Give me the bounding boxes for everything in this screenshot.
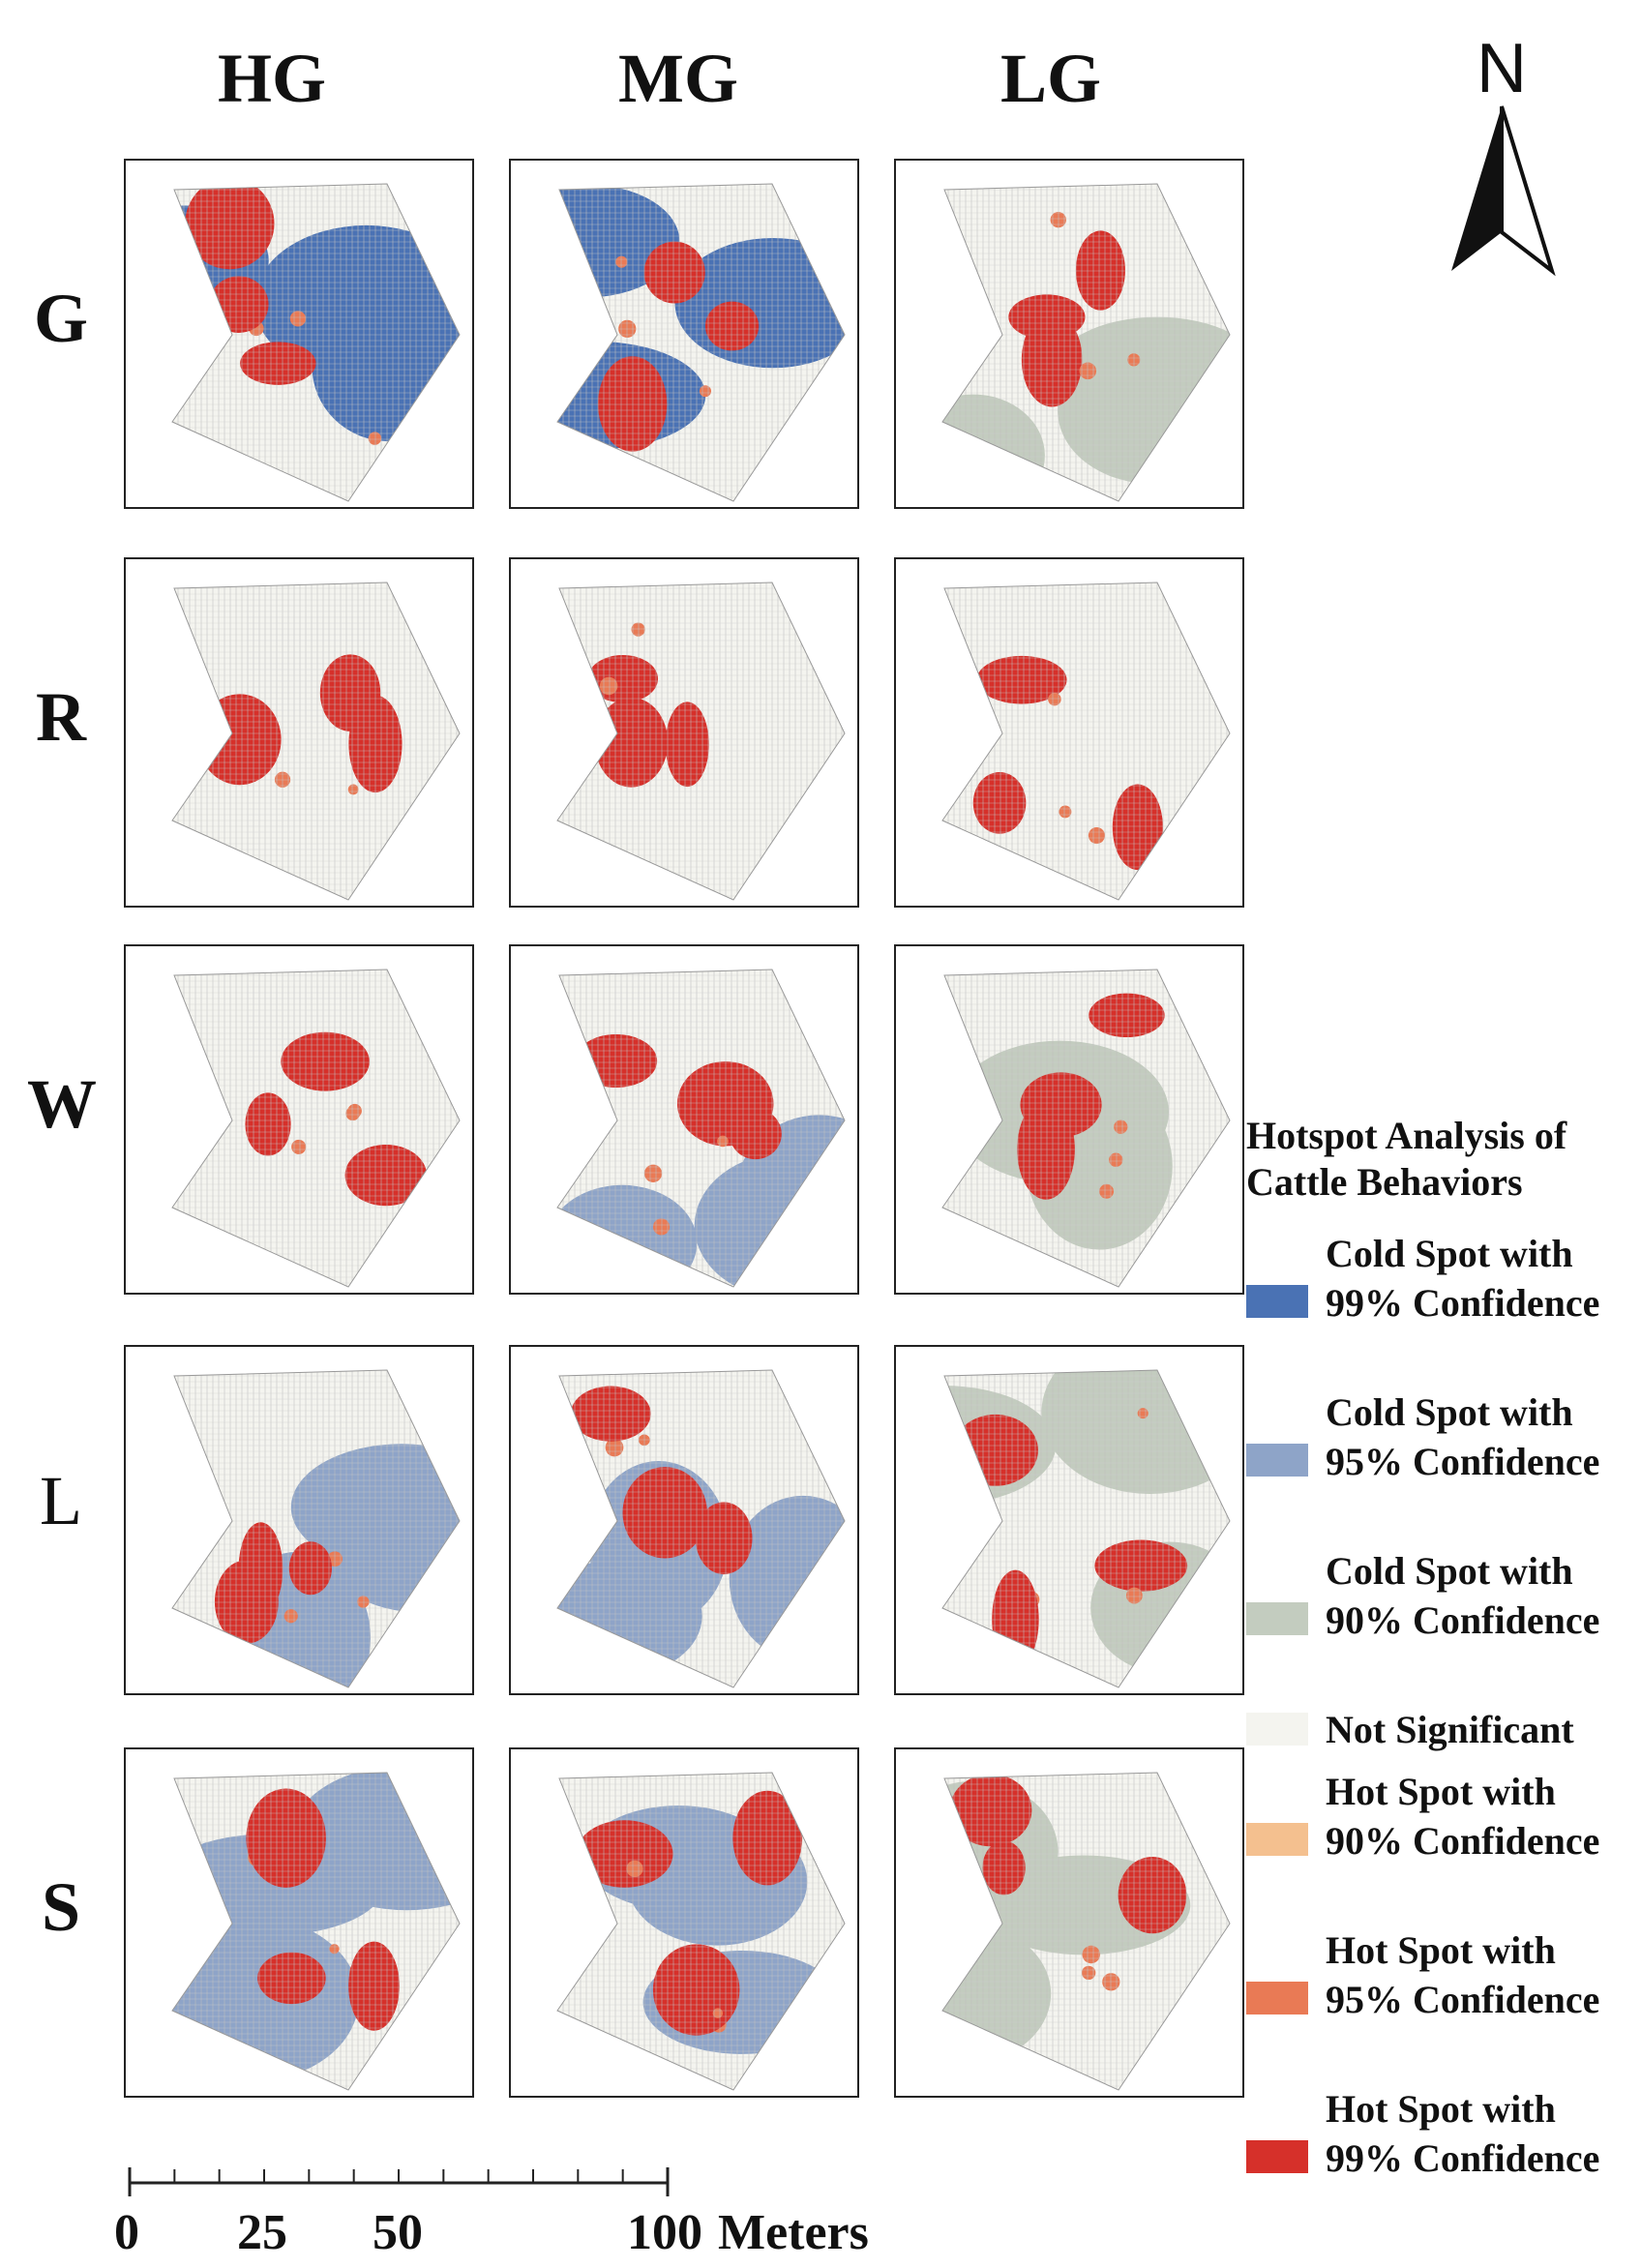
scale-tick-50: 50 bbox=[373, 2205, 423, 2260]
legend-item: Cold Spot with 95% Confidence bbox=[1246, 1388, 1633, 1546]
map-panel-r-lg bbox=[894, 557, 1244, 908]
row-header-l: L bbox=[40, 1462, 82, 1539]
map-panel-w-lg bbox=[894, 944, 1244, 1295]
legend-label: Hot Spot with 90% Confidence bbox=[1326, 1770, 1600, 1863]
legend-swatch bbox=[1246, 1823, 1308, 1856]
row-header-w: W bbox=[27, 1065, 97, 1143]
map-panel-l-hg bbox=[124, 1345, 474, 1695]
column-header-mg: MG bbox=[618, 40, 738, 117]
column-header-hg: HG bbox=[217, 40, 326, 117]
north-label: N bbox=[1477, 30, 1527, 107]
map-panel-g-hg bbox=[124, 159, 474, 509]
scale-unit: Meters bbox=[718, 2205, 869, 2260]
legend-label: Hot Spot with 95% Confidence bbox=[1326, 1928, 1600, 2021]
map-panel-s-mg bbox=[509, 1747, 859, 2098]
row-header-r: R bbox=[36, 678, 86, 756]
map-panel-g-mg bbox=[509, 159, 859, 509]
row-header-g: G bbox=[33, 280, 88, 357]
map-panel-s-hg bbox=[124, 1747, 474, 2098]
north-arrow-icon bbox=[1451, 105, 1556, 277]
legend-item: Cold Spot with 99% Confidence bbox=[1246, 1229, 1633, 1388]
column-header-lg: LG bbox=[1000, 40, 1102, 117]
legend-label: Cold Spot with 95% Confidence bbox=[1326, 1390, 1600, 1483]
legend-swatch bbox=[1246, 1285, 1308, 1318]
map-panel-l-mg bbox=[509, 1345, 859, 1695]
legend-item: Cold Spot with 90% Confidence bbox=[1246, 1546, 1633, 1705]
map-panel-w-hg bbox=[124, 944, 474, 1295]
legend-item: Hot Spot with 90% Confidence bbox=[1246, 1767, 1633, 1925]
legend: Hotspot Analysis of Cattle Behaviors Col… bbox=[1246, 1113, 1633, 2243]
legend-swatch bbox=[1246, 2140, 1308, 2173]
legend-swatch bbox=[1246, 1713, 1308, 1746]
north-arrow: N bbox=[1442, 29, 1567, 281]
legend-swatch bbox=[1246, 1444, 1308, 1477]
legend-title: Hotspot Analysis of Cattle Behaviors bbox=[1246, 1114, 1567, 1204]
legend-swatch bbox=[1246, 1982, 1308, 2014]
legend-label: Not Significant bbox=[1326, 1708, 1574, 1751]
legend-item: Hot Spot with 95% Confidence bbox=[1246, 1925, 1633, 2084]
legend-label: Hot Spot with 99% Confidence bbox=[1326, 2087, 1600, 2180]
map-panel-r-hg bbox=[124, 557, 474, 908]
legend-item: Hot Spot with 99% Confidence bbox=[1246, 2084, 1633, 2243]
map-panel-r-mg bbox=[509, 557, 859, 908]
legend-label: Cold Spot with 99% Confidence bbox=[1326, 1232, 1600, 1325]
legend-label: Cold Spot with 90% Confidence bbox=[1326, 1549, 1600, 1642]
scale-tick-0: 0 bbox=[114, 2205, 139, 2260]
scale-tick-100: 100 bbox=[627, 2205, 702, 2260]
map-panel-l-lg bbox=[894, 1345, 1244, 1695]
scale-bar bbox=[128, 2167, 670, 2196]
map-panel-g-lg bbox=[894, 159, 1244, 509]
map-panel-w-mg bbox=[509, 944, 859, 1295]
scale-tick-25: 25 bbox=[237, 2205, 287, 2260]
legend-item: Not Significant bbox=[1246, 1705, 1633, 1767]
map-panel-s-lg bbox=[894, 1747, 1244, 2098]
row-header-s: S bbox=[41, 1868, 81, 1946]
legend-swatch bbox=[1246, 1602, 1308, 1635]
